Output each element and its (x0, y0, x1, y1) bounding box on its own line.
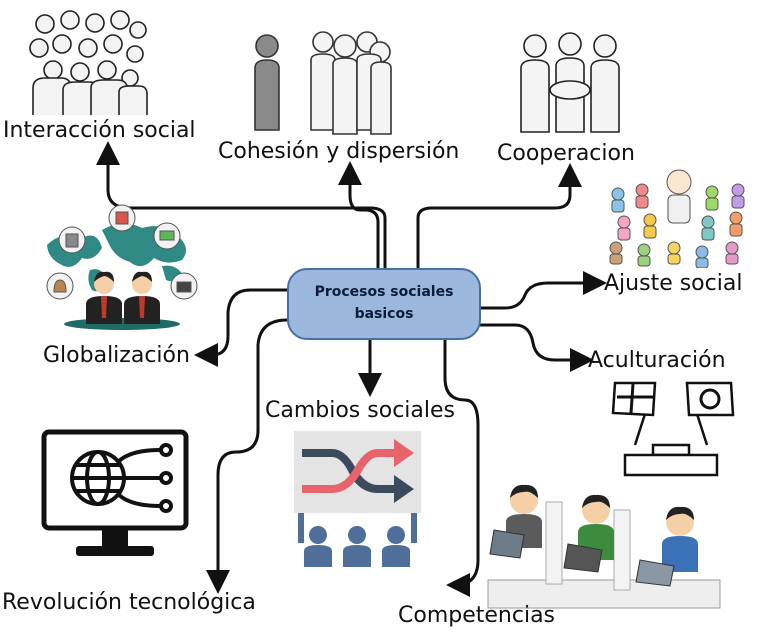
teacher-group-icon (609, 169, 745, 268)
label-ajuste-social: Ajuste social (604, 271, 743, 296)
connector-globalizacion (194, 288, 289, 367)
label-globalizacion: Globalización (43, 343, 190, 368)
connector-interaccion (96, 141, 387, 270)
central-node-label: Procesos sociales basicos (314, 284, 454, 322)
label-aculturacion: Aculturación (588, 348, 726, 373)
crowd-icon (29, 10, 148, 115)
central-node[interactable]: Procesos sociales basicos (287, 268, 481, 340)
crossed-flags-icon (611, 381, 735, 477)
office-workers-icon (487, 484, 721, 609)
label-competencias: Competencias (398, 603, 556, 628)
connector-aculturacion (475, 323, 594, 372)
label-cooperacion: Cooperacion (497, 141, 635, 166)
world-business-icon (46, 204, 198, 330)
label-cambios-sociales: Cambios sociales (265, 398, 455, 423)
label-interaccion-social: Interacción social (3, 118, 196, 143)
label-cohesion-dispersion: Cohesión y dispersión (218, 139, 460, 164)
connector-revolucion (206, 318, 289, 594)
shuffle-arrows-icon (294, 431, 421, 567)
monitor-globe-icon (41, 429, 189, 556)
connector-cooperacion (416, 163, 582, 270)
label-revolucion-tecnologica: Revolución tecnológica (2, 590, 256, 615)
connector-ajuste (475, 271, 607, 310)
separated-person-icon (254, 31, 392, 135)
connector-cohesion (338, 161, 380, 270)
connector-competencias (443, 334, 480, 597)
teamwork-hands-icon (520, 32, 620, 133)
